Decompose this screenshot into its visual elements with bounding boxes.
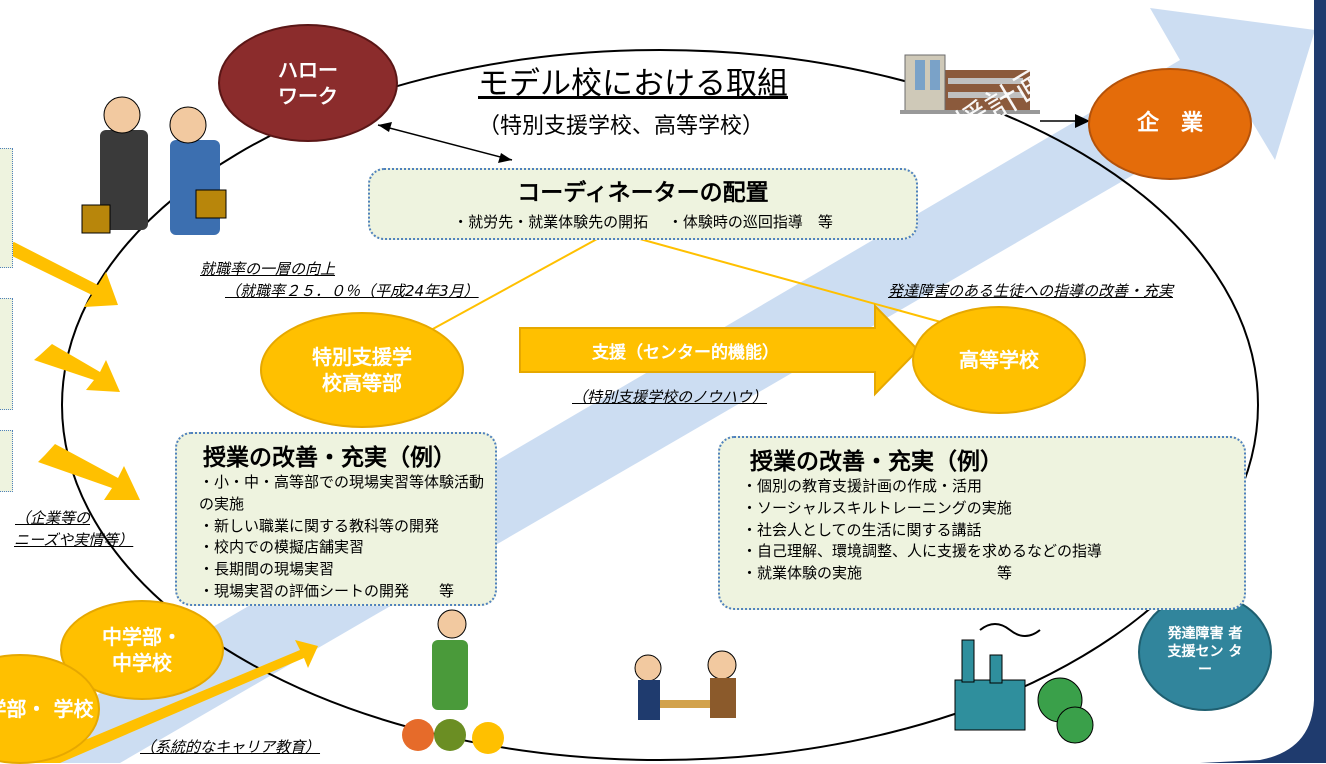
list-item: ・小・中・高等部での現場実習等体験活動の実施: [199, 473, 485, 513]
businessmen-illustration: [81, 96, 227, 235]
list-item: ・長期間の現場実習: [199, 560, 335, 578]
improvement-left-list: ・小・中・高等部での現場実習等体験活動の実施 ・新しい職業に関する教科等の開発 …: [199, 472, 495, 603]
list-item: ・現場実習の評価シートの開発 等: [199, 581, 455, 600]
page-title: モデル校における取組: [478, 66, 788, 102]
list-item: ・自己理解、環境調整、人に支援を求めるなどの指導: [742, 542, 1103, 561]
list-item: ・新しい職業に関する教科等の開発: [199, 516, 440, 535]
coord-line-right: [639, 238, 949, 325]
employment-rate-line1: 就職率の一層の向上: [200, 260, 336, 278]
hello-work-node: ハロー ワーク: [218, 24, 398, 142]
junior-high-node: 中学部・ 中学校: [60, 600, 224, 700]
needs-line1: （企業等の: [15, 509, 91, 527]
left-partial-box-2: [0, 298, 13, 410]
coordinator-box: コーディネーターの配置 ・就労先・就業体験先の開拓 ・体験時の巡回指導 等: [368, 168, 918, 240]
special-school-node: 特別支援学 校高等部: [260, 312, 464, 428]
improvement-box-left: 授業の改善・充実（例） ・小・中・高等部での現場実習等体験活動の実施 ・新しい職…: [175, 432, 497, 606]
improvement-right-heading: 授業の改善・充実（例）: [750, 449, 1003, 475]
needs-line2: ニーズや実情等）: [14, 531, 134, 549]
coord-line-left: [419, 238, 598, 337]
cycle-ellipse: [61, 49, 1259, 761]
school-building-illustration: [900, 54, 1040, 114]
coordinator-heading: コーディネーターの配置: [517, 180, 769, 206]
employment-rate-line2: （就職率２５．０％（平成24年3月）: [225, 282, 479, 300]
hw-coord-arrow: [377, 124, 513, 161]
list-item: ・個別の教育支援計画の作成・活用: [742, 477, 983, 495]
career-education: （系統的なキャリア教育）: [140, 738, 321, 756]
factory-illustration: [954, 623, 1094, 744]
interview-illustration: [634, 650, 737, 720]
left-partial-box-3: [0, 430, 13, 492]
left-partial-box-1: [0, 148, 13, 268]
improvement-right-list: ・個別の教育支援計画の作成・活用 ・ソーシャルスキルトレーニングの実施 ・社会人…: [742, 476, 1244, 585]
list-item: ・ソーシャルスキルトレーニングの実施: [742, 498, 1012, 517]
guidance-annotation: 発達障害のある生徒への指導の改善・充実: [888, 282, 1174, 300]
high-school-node: 高等学校: [912, 306, 1086, 414]
list-item: ・社会人としての生活に関する講話: [742, 520, 982, 539]
improvement-box-right: 授業の改善・充実（例） ・個別の教育支援計画の作成・活用 ・ソーシャルスキルトレ…: [718, 436, 1246, 610]
support-arrow-note: （特別支援学校のノウハウ）: [572, 388, 768, 406]
page-subtitle: （特別支援学校、高等学校）: [478, 114, 765, 139]
dev-support-center-node: 発達障害 者支援セン ター: [1138, 593, 1272, 711]
teacher-illustration: [402, 609, 504, 754]
company-node: 企 業: [1088, 68, 1252, 180]
list-item: ・就業体験の実施 等: [742, 564, 1013, 582]
improvement-left-heading: 授業の改善・充実（例）: [203, 445, 456, 471]
support-arrow-label: 支援（センター的機能）: [592, 343, 779, 363]
list-item: ・校内での模擬店舗実習: [199, 538, 365, 557]
support-arrow-shape: [519, 303, 920, 397]
coordinator-items: ・就労先・就業体験先の開拓 ・体験時の巡回指導 等: [453, 213, 833, 231]
